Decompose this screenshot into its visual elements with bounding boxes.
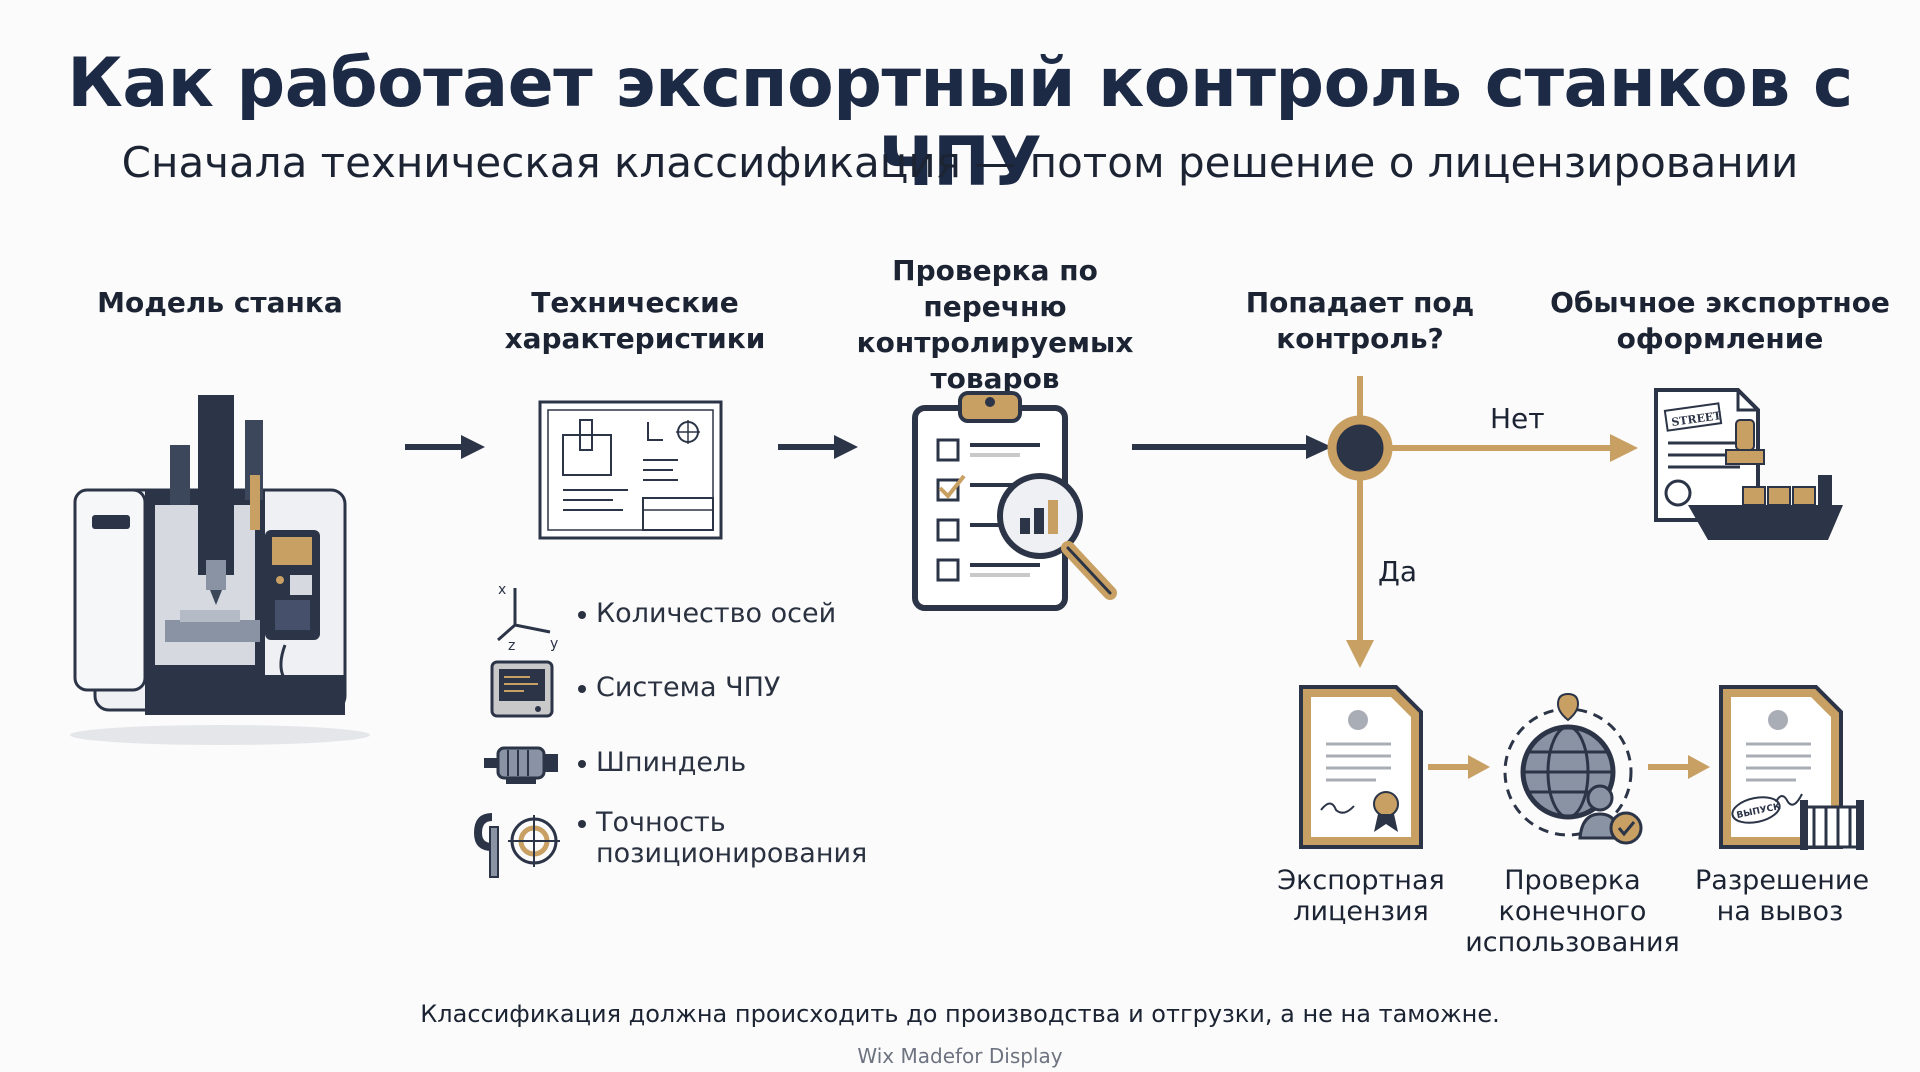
step-title-under-control: Попадает под контроль? [1245,286,1475,355]
step-title-tech-specs: Технические характеристики [504,286,766,355]
page-title: Как работает экспортный контроль станков… [67,44,1853,202]
caption-export-license: Экспортная лицензия [1277,865,1445,927]
end-use-check-icon [1503,692,1643,845]
branch-label-yes: Да [1378,555,1418,588]
export-permit-icon: ВЫПУСК [1719,685,1864,850]
branch-label-no: Нет [1490,402,1545,435]
bullet [578,820,586,828]
cnc-machine-icon [70,395,370,745]
font-credit: Wix Madefor Display [857,1044,1063,1068]
arrow-check-to-permit [1648,755,1710,779]
arrow-specs-to-list [778,435,858,459]
caption-export-permit: Разрешение на вывоз [1695,865,1870,927]
footer-note: Классификация должна происходить до прои… [420,1000,1500,1028]
export-license-icon [1299,685,1423,849]
axes-icon: x y z [497,582,558,654]
axis-letter-x: x [498,582,506,598]
step-title-machine-model: Модель станка [97,286,343,319]
step-title-list-check: Проверка по перечню контролируемых товар… [856,254,1134,395]
page-subtitle: Сначала техническая классификация — пото… [121,138,1799,187]
axis-letter-z: z [508,638,515,654]
bullet [578,685,586,693]
technical-drawing-icon [538,400,723,540]
checklist-clipboard-icon [912,391,1117,611]
spec-spindle-label: Шпиндель [596,747,747,778]
caption-end-use-check: Проверка конечного использования [1465,865,1680,958]
decision-node [1327,376,1638,668]
arrow-machine-to-specs [405,435,485,459]
step-title-normal-export: Обычное экспортное оформление [1550,286,1890,355]
arrow-list-to-decision [1132,435,1332,459]
spec-positioning-label: Точность позиционирования [596,807,868,869]
positioning-accuracy-icon [474,813,560,878]
cnc-system-icon [490,660,554,718]
spec-axes-label: Количество осей [596,598,837,629]
export-documents-ship-icon: STREET [1654,388,1843,540]
axis-letter-y: y [550,636,558,652]
spec-cnc-system-label: Система ЧПУ [596,672,781,703]
bullet [578,611,586,619]
spindle-icon [484,746,558,784]
bullet [578,760,586,768]
arrow-license-to-check [1428,755,1490,779]
